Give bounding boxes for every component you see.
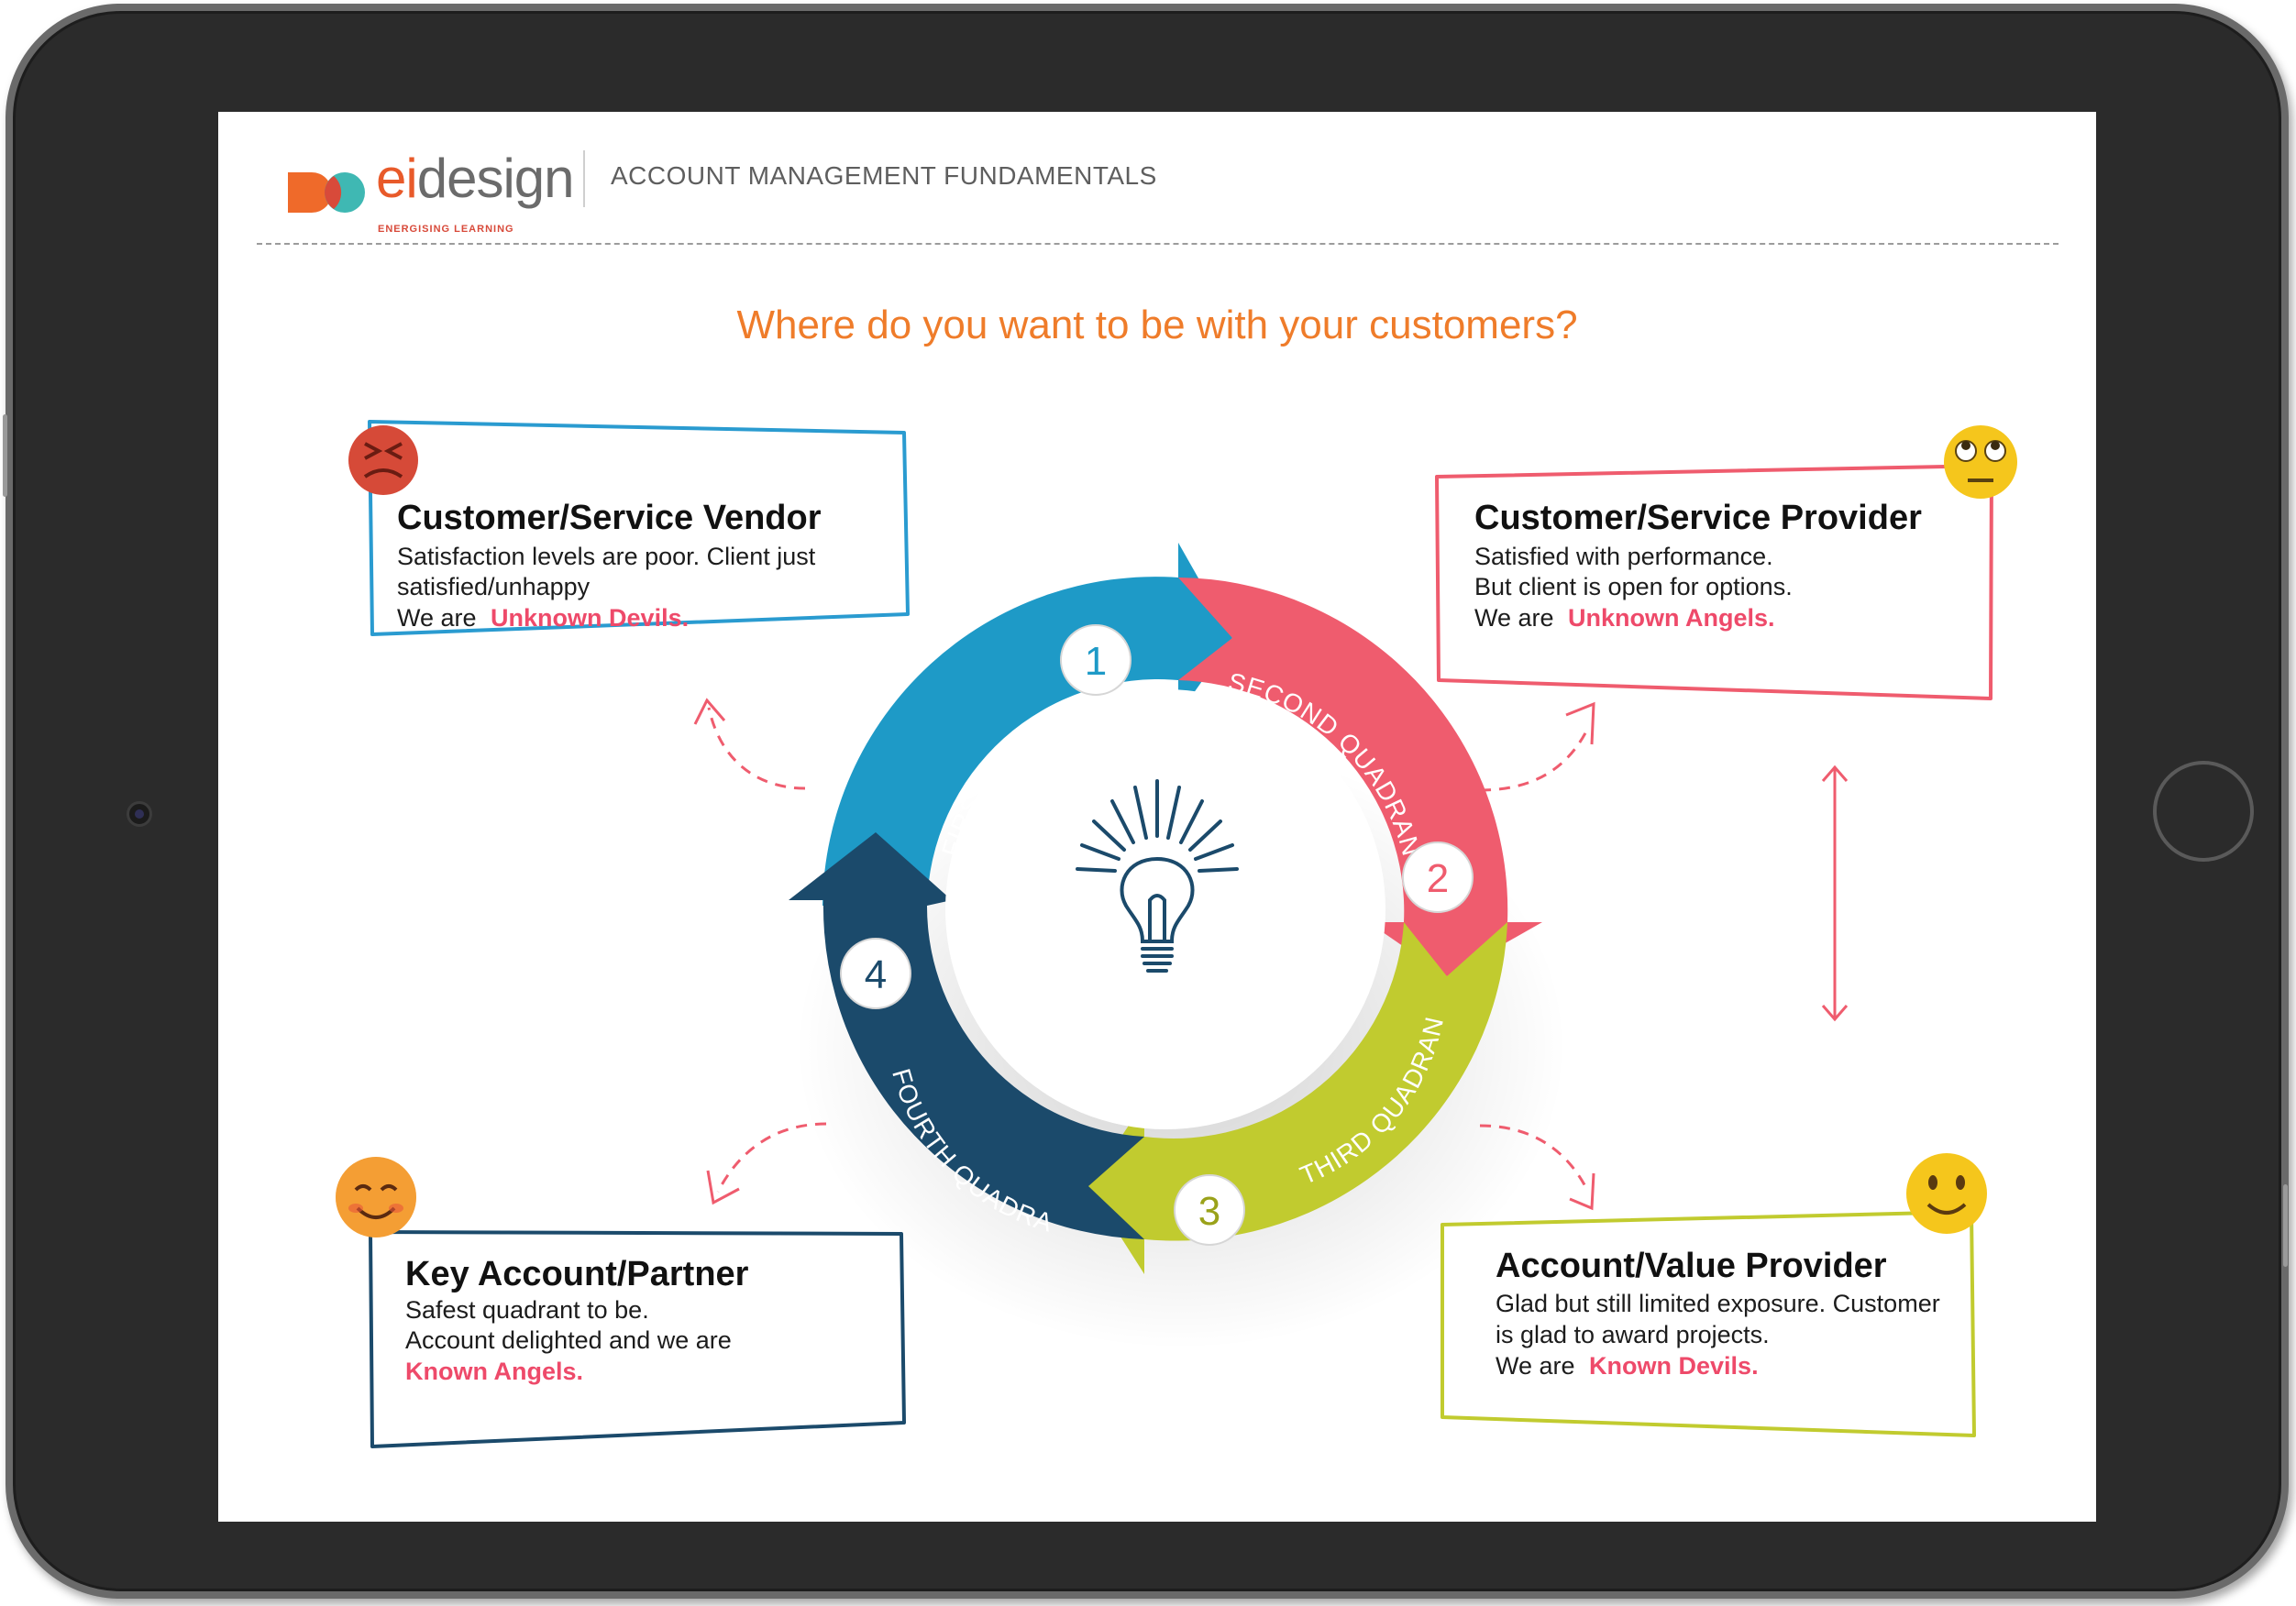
card-service-vendor: Customer/Service Vendor Satisfaction lev… bbox=[348, 420, 910, 636]
card-service-provider: Customer/Service Provider Satisfied with… bbox=[1435, 425, 2017, 700]
arrow-to-provider bbox=[1479, 701, 1595, 792]
card-key-account-partner: Key Account/Partner Safest quadrant to b… bbox=[336, 1157, 906, 1448]
provider-line2: But client is open for options. bbox=[1474, 573, 1793, 600]
quadrant-3-badge[interactable]: 3 bbox=[1174, 1174, 1245, 1246]
volume-button bbox=[3, 414, 7, 497]
partner-title: Key Account/Partner bbox=[405, 1255, 749, 1293]
vendor-highlight: Unknown Devils. bbox=[491, 604, 689, 632]
quadrant-4-segment[interactable] bbox=[789, 832, 1144, 1239]
header-rule bbox=[257, 243, 2059, 245]
provider-title: Customer/Service Provider bbox=[1474, 499, 1922, 537]
partner-highlight: Known Angels. bbox=[405, 1358, 583, 1385]
quadrant-2-number: 2 bbox=[1427, 856, 1449, 901]
provider-line1: Satisfied with performance. bbox=[1474, 543, 1773, 570]
course-title: ACCOUNT MANAGEMENT FUNDAMENTALS bbox=[611, 161, 1157, 190]
power-button bbox=[2283, 1184, 2288, 1267]
logo-wordmark-prefix: ei bbox=[376, 148, 418, 209]
eye-roll-face-icon bbox=[1944, 425, 2017, 499]
home-button[interactable] bbox=[2153, 761, 2254, 862]
quadrant-4-number: 4 bbox=[865, 952, 887, 997]
vendor-title: Customer/Service Vendor bbox=[397, 499, 822, 537]
quadrant-4-badge[interactable]: 4 bbox=[840, 938, 911, 1009]
header-divider bbox=[583, 150, 585, 207]
tablet-frame: eidesign ENERGISING LEARNING ACCOUNT MAN… bbox=[3, 4, 2289, 1599]
logo-tagline: ENERGISING LEARNING bbox=[378, 224, 514, 235]
quadrant-1-number: 1 bbox=[1085, 639, 1107, 684]
partner-line1: Safest quadrant to be. bbox=[405, 1296, 649, 1324]
eidesign-logo: eidesign ENERGISING LEARNING bbox=[282, 145, 576, 236]
vendor-line2: satisfied/unhappy bbox=[397, 573, 591, 600]
vertical-double-arrow bbox=[1821, 764, 1849, 1022]
value-title: Account/Value Provider bbox=[1496, 1247, 1887, 1285]
value-highlight: Known Devils. bbox=[1589, 1352, 1759, 1380]
arrow-to-vendor bbox=[693, 698, 806, 790]
slide-question: Where do you want to be with your custom… bbox=[736, 302, 1578, 347]
arrow-to-value-provider bbox=[1479, 1124, 1595, 1211]
logo-wordmark-suffix: design bbox=[416, 148, 575, 209]
quadrant-1-badge[interactable]: 1 bbox=[1060, 624, 1131, 696]
slide-screen: eidesign ENERGISING LEARNING ACCOUNT MAN… bbox=[218, 112, 2096, 1522]
front-camera-icon bbox=[127, 801, 152, 827]
value-line1: Glad but still limited exposure. Custome… bbox=[1496, 1290, 1940, 1317]
vendor-line3: We are Unknown Devils. bbox=[397, 604, 689, 632]
arrow-to-partner bbox=[706, 1122, 827, 1205]
quadrant-3-number: 3 bbox=[1198, 1189, 1220, 1234]
logo-wordmark: eidesign bbox=[376, 147, 575, 210]
value-line2: is glad to award projects. bbox=[1496, 1321, 1770, 1348]
quadrant-2-badge[interactable]: 2 bbox=[1402, 842, 1474, 913]
card-value-provider: Account/Value Provider Glad but still li… bbox=[1441, 1153, 1987, 1437]
value-line3-prefix: We are bbox=[1496, 1352, 1582, 1380]
angry-face-icon bbox=[348, 425, 418, 495]
vendor-line1: Satisfaction levels are poor. Client jus… bbox=[397, 543, 816, 570]
provider-line3-prefix: We are bbox=[1474, 604, 1561, 632]
vendor-line3-prefix: We are bbox=[397, 604, 483, 632]
content-face-icon bbox=[336, 1157, 416, 1238]
logo-mark-icon bbox=[288, 172, 365, 213]
partner-line2: Account delighted and we are bbox=[405, 1326, 732, 1354]
smile-face-icon bbox=[1906, 1153, 1987, 1234]
value-line3: We are Known Devils. bbox=[1496, 1352, 1759, 1380]
quadrant-diagram: FIRST QUADRANT SECOND QUADRANT THIRD QUA… bbox=[218, 112, 2017, 1448]
lightbulb-icon bbox=[1076, 779, 1239, 973]
provider-line3: We are Unknown Angels. bbox=[1474, 604, 1775, 632]
quadrant-1-segment[interactable] bbox=[822, 543, 1232, 906]
provider-highlight: Unknown Angels. bbox=[1568, 604, 1775, 632]
